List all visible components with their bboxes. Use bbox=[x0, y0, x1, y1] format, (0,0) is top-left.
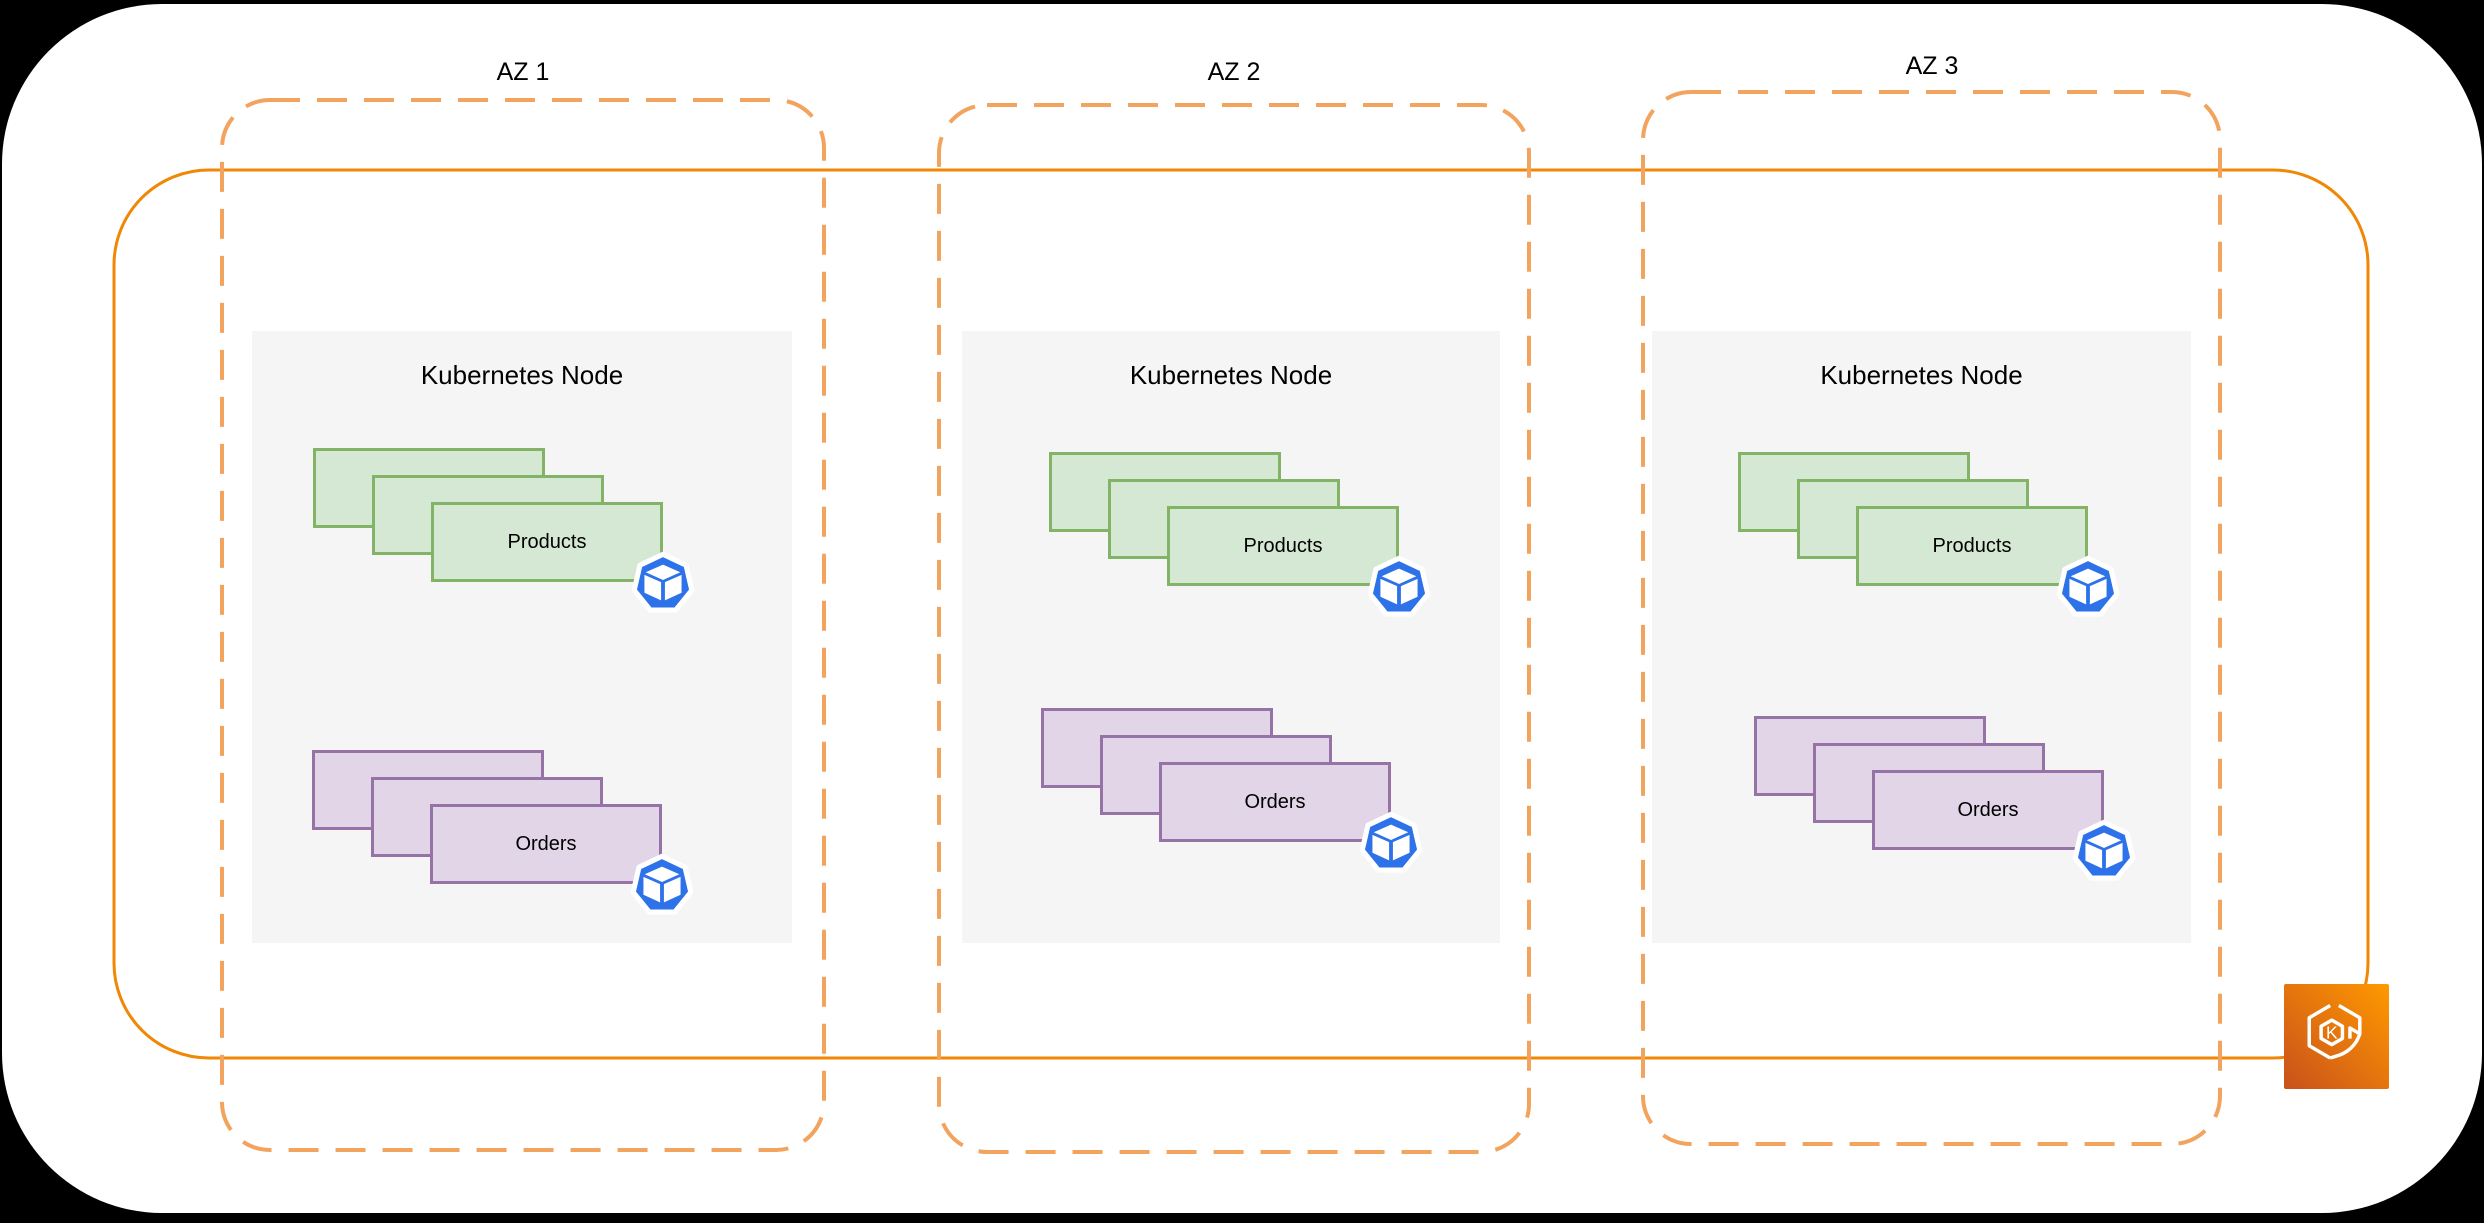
orders-label: Orders bbox=[515, 832, 577, 855]
az3-label: AZ 3 bbox=[1905, 52, 1959, 80]
kubernetes-node-box-az1: Kubernetes Node Products Orders bbox=[252, 331, 792, 943]
products-label: Products bbox=[1932, 534, 2012, 557]
node-title: Kubernetes Node bbox=[1820, 360, 2023, 390]
kubernetes-pod-icon bbox=[2072, 819, 2136, 881]
node-title: Kubernetes Node bbox=[1129, 360, 1333, 390]
kubernetes-pod-icon bbox=[1367, 555, 1431, 617]
kubernetes-pod-icon bbox=[630, 853, 694, 915]
svg-text:K: K bbox=[2326, 1022, 2338, 1042]
kubernetes-pod-icon bbox=[2056, 555, 2120, 617]
kubernetes-node-box-az3: Kubernetes Node Products Orders bbox=[1652, 331, 2191, 943]
orders-label: Orders bbox=[1957, 798, 2019, 821]
kubernetes-node-box-az2: Kubernetes Node Products Orders bbox=[962, 331, 1500, 943]
pod-replica-rect: Products bbox=[1167, 506, 1399, 586]
products-pod-stack: Products bbox=[1738, 452, 2120, 617]
pod-replica-rect: Orders bbox=[1872, 770, 2104, 850]
node-title: Kubernetes Node bbox=[420, 360, 624, 390]
pod-replica-rect: Products bbox=[431, 502, 663, 582]
az2-label: AZ 2 bbox=[1207, 58, 1261, 86]
pod-replica-rect: Products bbox=[1856, 506, 2088, 586]
products-pod-stack: Products bbox=[313, 448, 695, 613]
orders-pod-stack: Orders bbox=[312, 750, 694, 915]
pod-replica-rect: Orders bbox=[430, 804, 662, 884]
kubernetes-pod-icon bbox=[1359, 811, 1423, 873]
products-label: Products bbox=[1243, 534, 1323, 557]
products-label: Products bbox=[507, 530, 587, 553]
az1-label: AZ 1 bbox=[496, 58, 550, 86]
pod-replica-rect: Orders bbox=[1159, 762, 1391, 842]
orders-label: Orders bbox=[1244, 790, 1306, 813]
eks-k-glyph: K bbox=[2307, 1003, 2362, 1060]
amazon-eks-icon: K bbox=[2284, 984, 2389, 1089]
orders-pod-stack: Orders bbox=[1041, 708, 1423, 873]
orders-pod-stack: Orders bbox=[1754, 716, 2136, 881]
kubernetes-pod-icon bbox=[631, 551, 695, 613]
products-pod-stack: Products bbox=[1049, 452, 1431, 617]
